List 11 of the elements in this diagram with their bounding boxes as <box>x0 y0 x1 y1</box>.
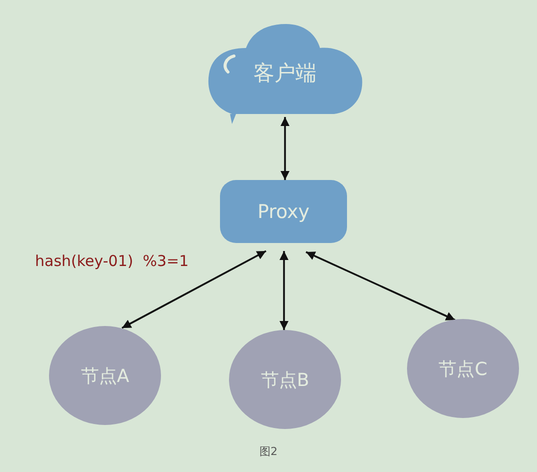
node-ellipse: 节点A <box>49 326 161 425</box>
node-ellipse: 节点C <box>407 319 519 418</box>
arrow <box>122 250 266 329</box>
cloud-shape: 客户端 <box>206 22 364 124</box>
caption: 图2 <box>258 444 278 459</box>
process-box: Proxy <box>220 180 347 243</box>
arrow <box>280 117 290 180</box>
node-ellipse: 节点B <box>229 330 341 429</box>
edge-label: hash(key-01) %3=1 <box>35 252 189 270</box>
arrow <box>280 251 288 330</box>
arrow <box>306 251 456 321</box>
